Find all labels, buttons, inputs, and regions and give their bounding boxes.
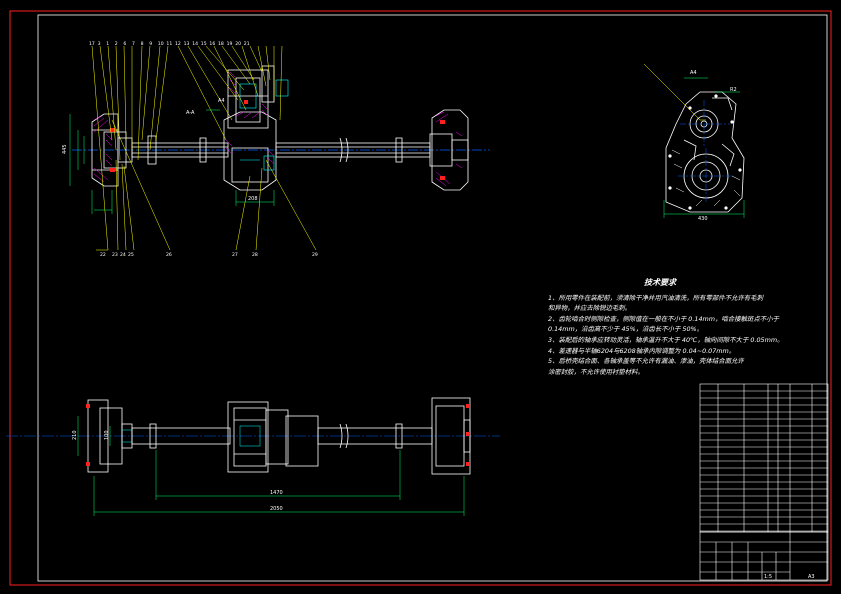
scale-value: 1:5	[764, 574, 772, 580]
dim-label-100: 100	[104, 430, 110, 440]
tech-line: 1、所用零件在装配前，须清除干净并用汽油清洗，所有零部件不允许有毛刺	[548, 293, 763, 302]
sheet-size: A3	[808, 574, 815, 580]
balloon-label: 14	[192, 41, 198, 47]
side-view-label-aa: A4	[690, 70, 697, 76]
balloon-label: 12	[175, 41, 181, 47]
balloon-label: 10	[158, 41, 164, 47]
technical-requirements: 技术要求 1、所用零件在装配前，须清除干净并用汽油清洗，所有零部件不允许有毛刺 …	[548, 278, 838, 377]
dim-label-210: 210	[72, 430, 78, 440]
balloon-label: 19	[227, 41, 233, 47]
balloon-label: 16	[209, 41, 215, 47]
balloon-label: 20	[235, 41, 241, 47]
side-view	[643, 63, 745, 218]
balloon-label: 29	[312, 252, 318, 258]
tech-line: 0.14mm，沿齿高不少于 45%，沿齿长不小于 50%。	[548, 325, 704, 334]
balloon-label: 17	[89, 41, 95, 47]
balloon-label: 21	[244, 41, 250, 47]
balloon-label: 8	[141, 41, 144, 47]
dim-label-208: 208	[248, 196, 258, 202]
balloon-label: 9	[149, 41, 152, 47]
dim-label-r2: R2	[730, 87, 737, 93]
title-block	[699, 531, 829, 581]
balloon-label: 28	[252, 252, 258, 258]
front-view	[6, 397, 500, 516]
dim-label-2050: 2050	[270, 506, 283, 512]
tech-line: 3、装配后的轴承应转动灵活，轴承温升不大于 40℃，轴向间隙不大于 0.05mm…	[548, 335, 784, 344]
tech-line: 和异物，并应去除锐边毛刺。	[548, 304, 632, 313]
top-section-view	[69, 45, 490, 251]
balloon-label: 23	[112, 252, 118, 258]
balloon-label: 15	[201, 41, 207, 47]
tech-lines: 1、所用零件在装配前，须清除干净并用汽油清洗，所有零部件不允许有毛刺 和异物，并…	[548, 293, 838, 378]
balloon-label: 24	[120, 252, 126, 258]
balloon-label: 2	[115, 41, 118, 47]
tech-line: 2、齿轮啮合时侧隙检查，侧隙值在一般在不小于 0.14mm，啮合接触斑点不小于	[548, 314, 779, 323]
balloon-label: 11	[166, 41, 172, 47]
tech-line: 涂密封胶，不允许使用衬垫材料。	[548, 367, 644, 376]
parts-list	[699, 383, 829, 533]
balloon-label: 22	[100, 252, 106, 258]
tech-line: 4、差速器与半轴6204与6208轴承内隙调整为 0.04~0.07mm。	[548, 346, 736, 355]
tech-title: 技术要求	[644, 278, 676, 287]
balloon-label: 25	[128, 252, 134, 258]
sheet-frame	[9, 10, 832, 586]
dim-label-a4-top: A4	[218, 98, 225, 104]
drawing-border	[37, 14, 828, 582]
dim-label-1470: 1470	[270, 490, 283, 496]
balloon-label: 13	[184, 41, 190, 47]
dim-label-445: 445	[62, 144, 68, 154]
dim-label-430: 430	[698, 216, 708, 222]
balloon-label: 3	[98, 41, 101, 47]
section-mark-aa: A-A	[186, 110, 195, 116]
balloon-label: 1	[106, 41, 109, 47]
balloon-label: 26	[166, 252, 172, 258]
tech-line: 5、后桥壳结合面、各轴承盖等不允许有漏油、渗油，壳体结合面允许	[548, 357, 744, 366]
balloon-label: 27	[232, 252, 238, 258]
balloon-label: 6	[123, 41, 126, 47]
balloon-label: 18	[218, 41, 224, 47]
balloon-label: 7	[132, 41, 135, 47]
